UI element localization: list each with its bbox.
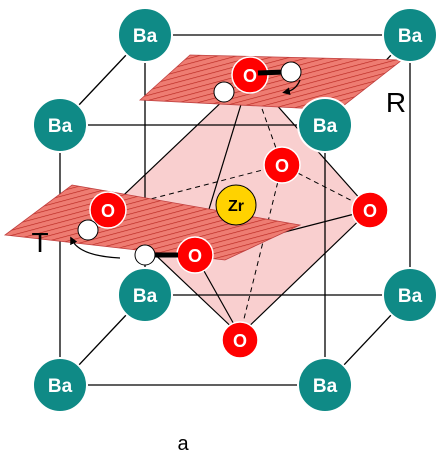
ba-atom-front-top-right [297,97,353,153]
ba-label: Ba [398,26,423,47]
o-atom-back [263,146,301,184]
ba-label: Ba [133,286,158,307]
o-atom-right [351,191,389,229]
ba-atom-front-bottom-right [297,357,353,413]
hydroxyl-left [70,219,121,259]
o-atom-bottom [221,321,259,359]
h-atom-top-left [213,81,235,103]
ba-atom-back-bottom-left [117,267,173,323]
plane-r [139,54,404,111]
ba-label: Ba [313,116,338,137]
h-atom-top-right [280,61,302,83]
ba-label: Ba [313,376,338,397]
o-label-left: O [101,201,115,221]
ba-atom-front-top-left [32,97,88,153]
ba-atom-front-bottom-left [32,357,88,413]
ba-atoms: Ba Ba Ba Ba Ba Ba Ba Ba [32,7,438,413]
zr-label: Zr [228,198,244,215]
plane-r-label: R [386,87,406,118]
hydroxyl-top [213,61,302,103]
h-atom-left [77,219,99,241]
hydroxyl-front [134,244,178,266]
ba-atom-back-bottom-right [382,267,438,323]
o-atom-left [89,191,127,229]
ba-atom-back-top-left [117,7,173,63]
zr-atom [215,184,257,226]
rotation-arrow-r [282,79,301,96]
o-label-right: O [363,201,377,221]
ba-label: Ba [48,116,73,137]
ba-label: Ba [398,286,423,307]
o-label-back: O [275,156,289,176]
o-label-bottom: O [233,331,247,351]
plane-t-label: T [31,227,48,258]
o-label-top: O [243,66,257,86]
ba-label: Ba [133,26,158,47]
ba-label: Ba [48,376,73,397]
ba-atom-back-top-right [382,7,438,63]
o-label-front: O [188,246,202,266]
h-atom-front [134,244,156,266]
rotation-arrow-t [70,236,121,259]
figure-caption: a [177,433,189,455]
